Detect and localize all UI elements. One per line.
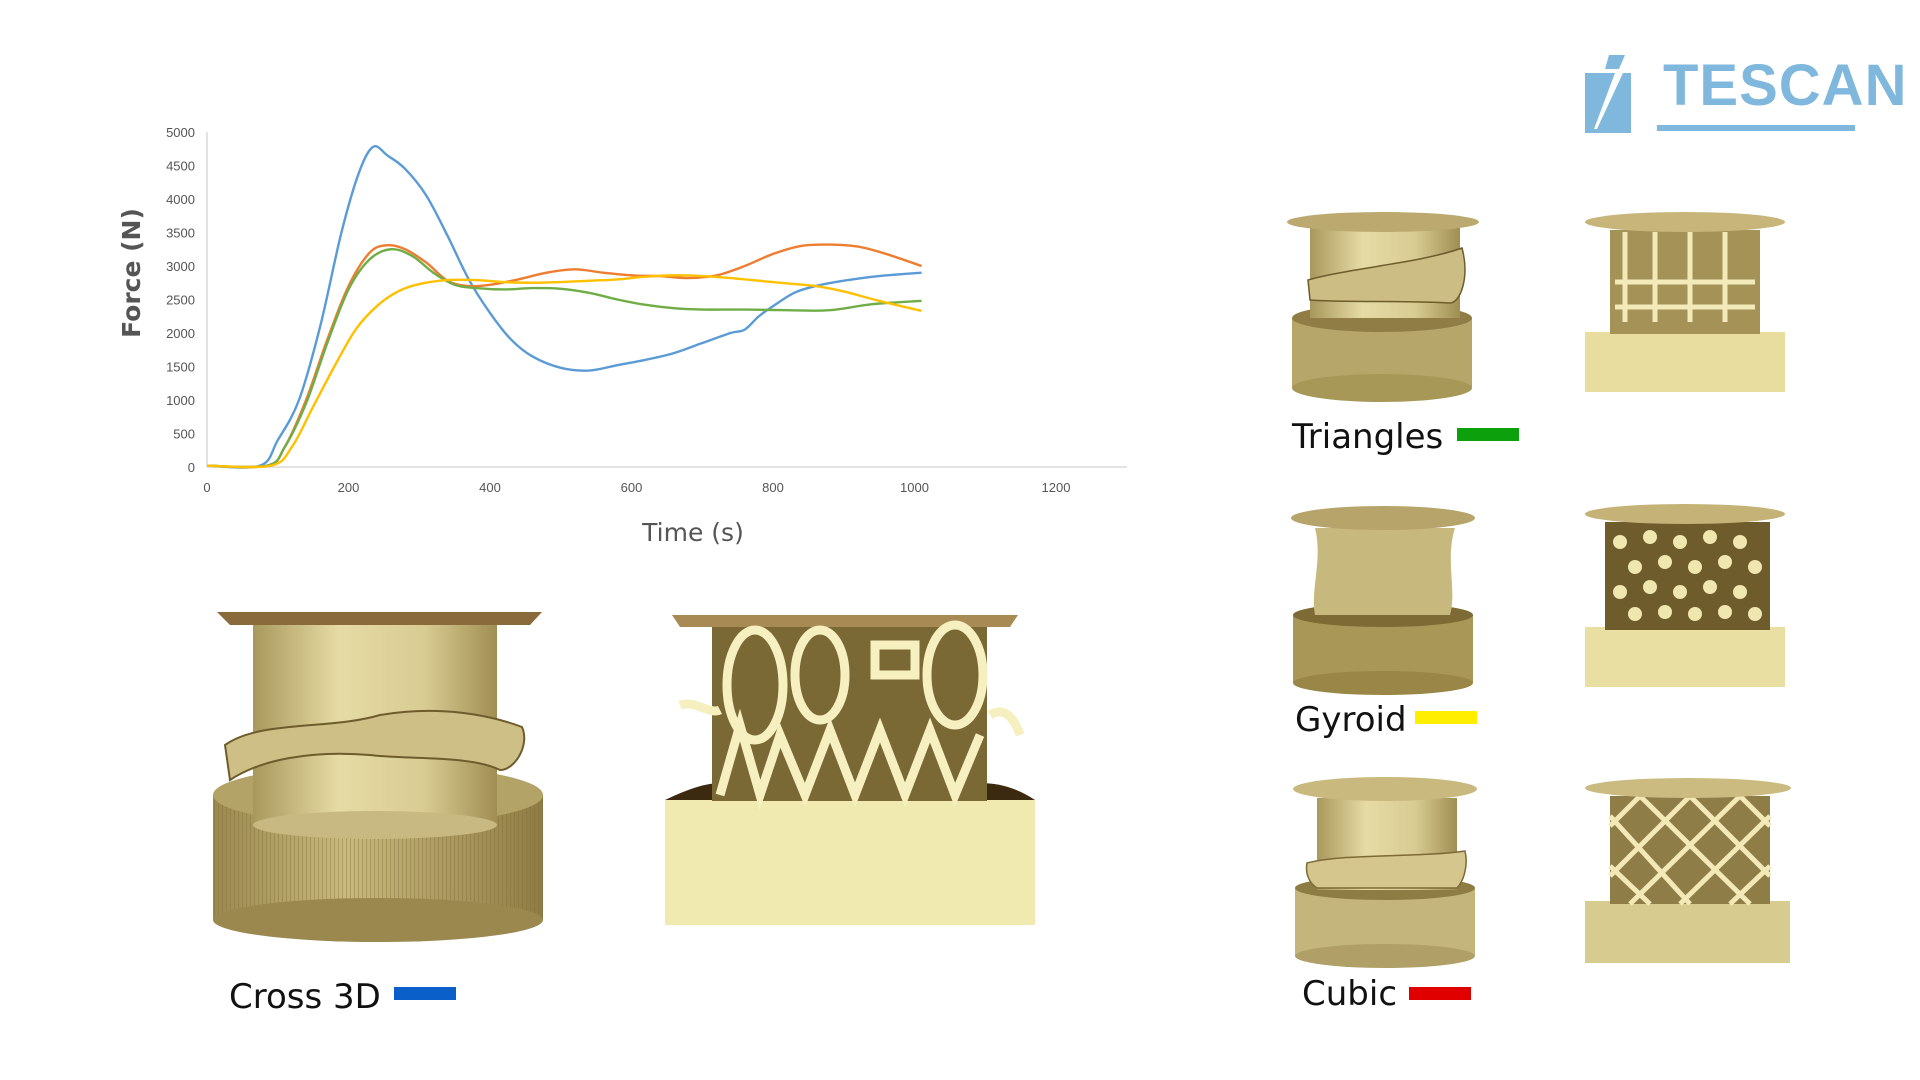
cubic-specimen-section-image [1585, 778, 1791, 963]
series-line-cross-3d [206, 144, 922, 469]
series-line-triangles [206, 248, 922, 469]
y-tick-label: 2500 [166, 293, 195, 308]
y-tick-label: 5000 [166, 125, 195, 140]
x-tick-label: 200 [338, 480, 360, 495]
x-tick-label: 600 [621, 480, 643, 495]
y-tick-label: 0 [188, 460, 195, 475]
series-line-cubic [206, 243, 922, 469]
swatch-cross3d [394, 987, 456, 1000]
y-tick-label: 3500 [166, 226, 195, 241]
tescan-logo-mark-icon [1585, 55, 1631, 133]
y-tick-label: 3000 [166, 259, 195, 274]
cross3d-specimen-3d-image [213, 612, 543, 942]
gyroid-specimen-section-image [1585, 504, 1785, 687]
logo-underline [1657, 125, 1855, 131]
y-tick-label: 2000 [166, 326, 195, 341]
sample-label-triangles: Triangles [1292, 417, 1444, 457]
chart-axes: 0500100015002000250030003500400045005000… [166, 125, 1127, 495]
cross3d-specimen-section-image [665, 615, 1035, 925]
logo-text: TESCAN [1663, 53, 1908, 118]
sample-label-cubic: Cubic [1302, 974, 1398, 1014]
x-tick-label: 1200 [1042, 480, 1071, 495]
force-time-chart: 0500100015002000250030003500400045005000… [117, 125, 1127, 547]
x-tick-label: 400 [479, 480, 501, 495]
series-line-gyroid [206, 274, 922, 469]
y-axis-title: Force (N) [117, 208, 146, 338]
triangles-specimen-3d-image [1287, 212, 1479, 402]
cubic-specimen-3d-image [1293, 777, 1477, 968]
x-tick-label: 800 [762, 480, 784, 495]
sample-label-gyroid: Gyroid [1295, 700, 1407, 740]
y-tick-label: 4000 [166, 192, 195, 207]
x-axis-title: Time (s) [641, 518, 744, 547]
swatch-triangles [1457, 428, 1519, 441]
y-tick-label: 1000 [166, 393, 195, 408]
y-tick-label: 4500 [166, 159, 195, 174]
sample-label-cross3d: Cross 3D [229, 977, 381, 1017]
x-tick-label: 1000 [900, 480, 929, 495]
y-tick-label: 1500 [166, 360, 195, 375]
gyroid-specimen-3d-image [1291, 506, 1475, 695]
tescan-logo: TESCAN [1585, 55, 1906, 135]
swatch-cubic [1409, 987, 1471, 1000]
chart-series [206, 144, 922, 469]
triangles-specimen-section-image [1585, 212, 1785, 392]
y-tick-label: 500 [173, 427, 195, 442]
x-tick-label: 0 [203, 480, 210, 495]
swatch-gyroid [1415, 711, 1477, 724]
